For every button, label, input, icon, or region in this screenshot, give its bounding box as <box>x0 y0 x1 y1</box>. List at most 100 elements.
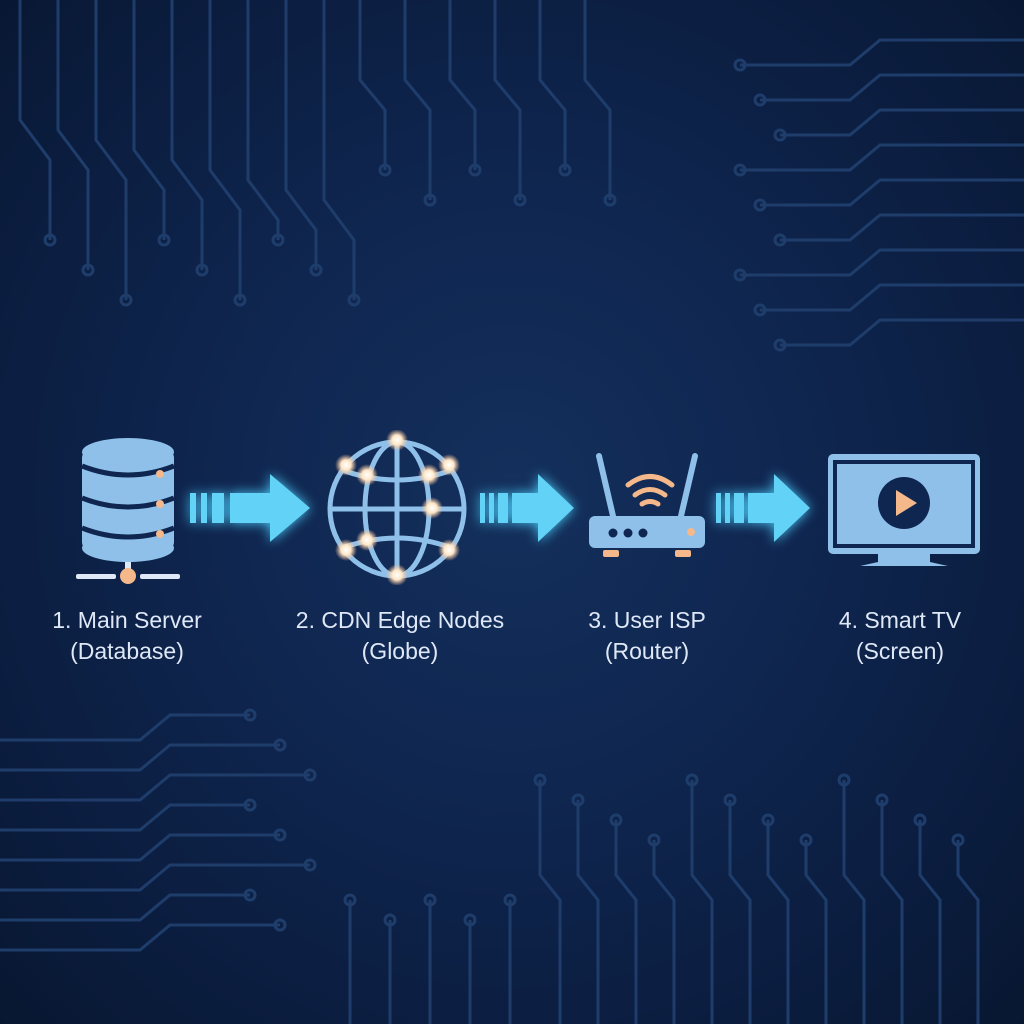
circuit-trace <box>740 38 1024 67</box>
circuit-node <box>723 793 737 807</box>
circuit-node <box>119 293 133 307</box>
flow-arrow-1 <box>190 474 310 542</box>
circuit-node <box>733 268 747 282</box>
circuit-node <box>753 93 767 107</box>
circuit-trace <box>690 780 714 1024</box>
step-title: 1. Main Server <box>52 607 202 633</box>
circuit-node <box>423 893 437 907</box>
globe-icon <box>327 430 467 585</box>
circuit-node <box>303 858 317 872</box>
circuit-trace <box>132 0 166 240</box>
circuit-trace <box>0 893 250 922</box>
flow-arrow-3 <box>716 474 810 542</box>
circuit-trace <box>18 0 52 240</box>
circuit-node <box>753 198 767 212</box>
database-icon <box>76 438 180 584</box>
circuit-trace <box>780 213 1024 242</box>
circuit-node <box>378 163 392 177</box>
step-label-smart-tv: 4. Smart TV (Screen) <box>770 605 1024 667</box>
circuit-node <box>309 263 323 277</box>
circuit-node <box>913 813 927 827</box>
circuit-trace <box>403 0 432 200</box>
step-title: 3. User ISP <box>588 607 706 633</box>
circuit-trace <box>94 0 128 300</box>
circuit-node <box>343 893 357 907</box>
circuit-node <box>603 193 617 207</box>
circuit-node <box>609 813 623 827</box>
circuit-node <box>273 738 287 752</box>
circuit-node <box>733 163 747 177</box>
step-title: 4. Smart TV <box>838 607 962 633</box>
circuit-node <box>195 263 209 277</box>
circuit-trace <box>170 0 204 270</box>
circuit-trace <box>0 773 310 802</box>
circuit-node <box>303 768 317 782</box>
circuit-node <box>733 58 747 72</box>
router-icon <box>589 453 705 557</box>
circuit-node <box>468 163 482 177</box>
step-title: 2. CDN Edge Nodes <box>295 607 505 633</box>
circuit-trace <box>614 820 638 1024</box>
circuit-node <box>558 163 572 177</box>
circuit-node <box>647 833 661 847</box>
circuit-trace <box>538 780 562 1024</box>
circuit-node <box>513 193 527 207</box>
circuit-node <box>533 773 547 787</box>
circuit-node <box>773 128 787 142</box>
circuit-node <box>685 773 699 787</box>
circuit-trace <box>208 0 242 300</box>
circuit-trace <box>804 840 828 1024</box>
circuit-trace <box>728 800 752 1024</box>
circuit-trace <box>538 0 567 170</box>
circuit-trace <box>880 800 904 1024</box>
circuit-node <box>243 708 257 722</box>
circuit-trace <box>0 923 280 952</box>
circuit-node <box>233 293 247 307</box>
circuit-trace <box>760 283 1024 312</box>
circuit-trace <box>740 143 1024 172</box>
circuit-trace <box>780 108 1024 137</box>
circuit-trace <box>0 833 280 862</box>
circuit-trace <box>956 840 980 1024</box>
circuit-node <box>273 918 287 932</box>
circuit-node <box>271 233 285 247</box>
circuit-node <box>81 263 95 277</box>
circuit-node <box>243 888 257 902</box>
tv-icon <box>828 454 980 566</box>
circuit-trace <box>0 803 250 832</box>
circuit-trace <box>448 0 477 170</box>
circuit-trace <box>918 820 942 1024</box>
circuit-node <box>753 303 767 317</box>
circuit-trace <box>322 0 356 300</box>
circuit-node <box>463 913 477 927</box>
circuit-node <box>837 773 851 787</box>
circuit-trace <box>0 713 250 742</box>
circuit-trace <box>493 0 522 200</box>
circuit-node <box>875 793 889 807</box>
circuit-trace <box>576 800 600 1024</box>
circuit-node <box>799 833 813 847</box>
circuit-node <box>347 293 361 307</box>
step-label-cdn-edge: 2. CDN Edge Nodes(Globe) <box>270 605 530 667</box>
circuit-node <box>383 913 397 927</box>
circuit-node <box>773 338 787 352</box>
circuit-trace <box>583 0 612 200</box>
circuit-node <box>503 893 517 907</box>
circuit-node <box>43 233 57 247</box>
circuit-node <box>243 798 257 812</box>
circuit-node <box>157 233 171 247</box>
circuit-trace <box>842 780 866 1024</box>
step-subtitle: (Router) <box>604 638 690 664</box>
circuit-node <box>761 813 775 827</box>
step-label-main-server: 1. Main Server(Database) <box>0 605 257 667</box>
circuit-trace <box>766 820 790 1024</box>
circuit-trace <box>246 0 280 240</box>
circuit-trace <box>760 178 1024 207</box>
circuit-trace <box>56 0 90 270</box>
circuit-trace <box>652 840 676 1024</box>
step-subtitle: (Screen) <box>855 638 945 664</box>
circuit-node <box>273 828 287 842</box>
circuit-trace <box>740 248 1024 277</box>
circuit-node <box>951 833 965 847</box>
